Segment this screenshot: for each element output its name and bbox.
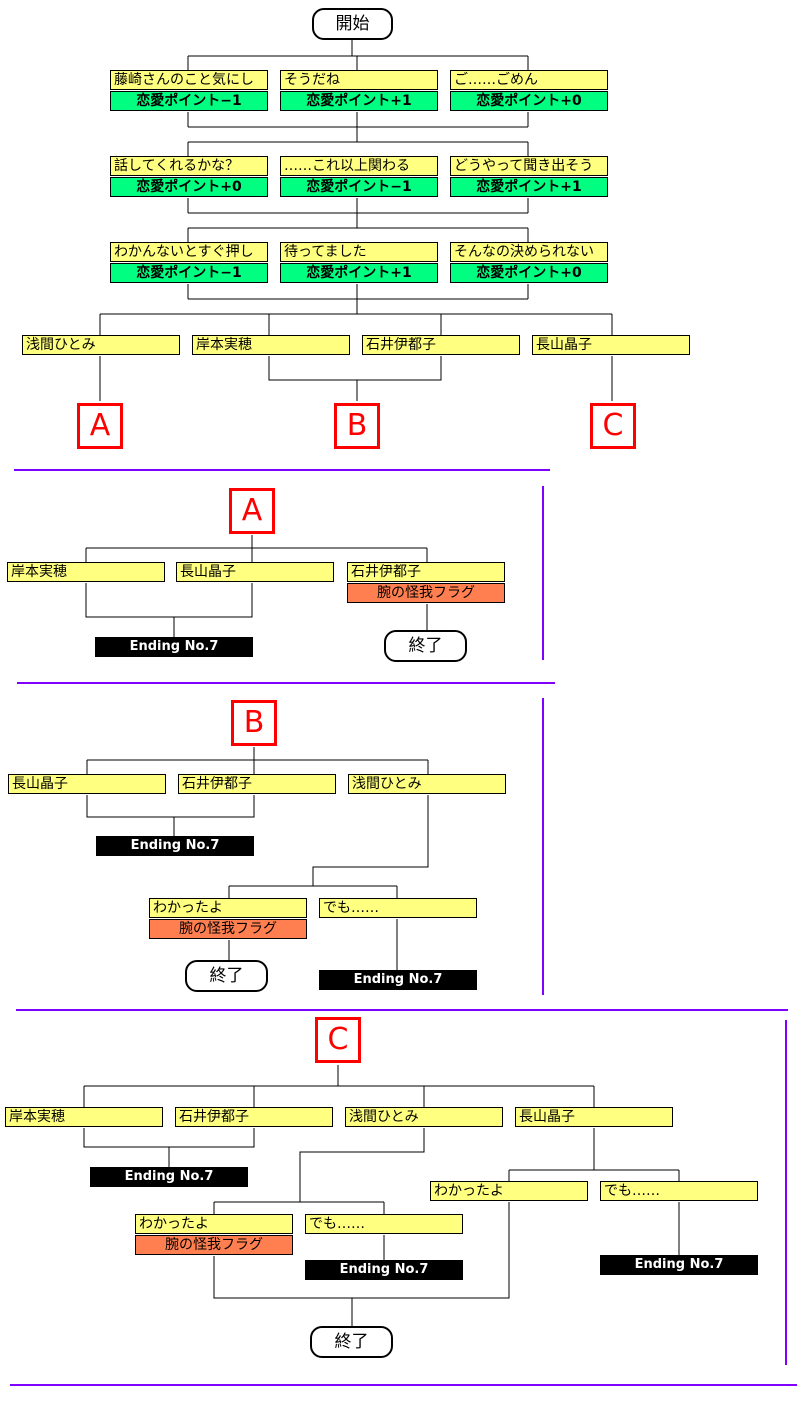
c-nagayama-understood: わかったよ <box>430 1181 588 1201</box>
route-asama: 浅間ひとみ <box>22 335 180 355</box>
a-nagayama: 長山晶子 <box>176 562 334 582</box>
points-r2-c1: 恋愛ポイント+0 <box>110 177 268 197</box>
points-r3-c3: 恋愛ポイント+0 <box>450 263 608 283</box>
section-separators <box>10 469 797 1386</box>
b-injury-flag: 腕の怪我フラグ <box>149 919 307 939</box>
choice-r2-c2: ……これ以上関わる <box>280 156 438 176</box>
route-nagayama: 長山晶子 <box>532 335 690 355</box>
choice-r1-c1: 藤崎さんのこと気にし <box>110 70 268 90</box>
b-ishii: 石井伊都子 <box>178 774 336 794</box>
goto-label-b: B <box>334 403 380 449</box>
start-node: 開始 <box>312 8 393 40</box>
points-r2-c2: 恋愛ポイント−1 <box>280 177 438 197</box>
points-r3-c1: 恋愛ポイント−1 <box>110 263 268 283</box>
goto-label-a: A <box>77 403 123 449</box>
choice-r3-c2: 待ってました <box>280 242 438 262</box>
b-ending-1: Ending No.7 <box>96 836 254 856</box>
c-ending-2: Ending No.7 <box>305 1260 463 1280</box>
b-end-node: 終了 <box>185 960 268 992</box>
b-ending-2: Ending No.7 <box>319 970 477 990</box>
c-kishimoto: 岸本実穂 <box>5 1107 163 1127</box>
choice-r3-c3: そんなの決められない <box>450 242 608 262</box>
c-end-node: 終了 <box>310 1326 393 1358</box>
choice-r1-c2: そうだね <box>280 70 438 90</box>
points-r2-c3: 恋愛ポイント+1 <box>450 177 608 197</box>
goto-label-c: C <box>590 403 636 449</box>
a-ishii: 石井伊都子 <box>347 562 505 582</box>
section-label-c: C <box>315 1017 361 1063</box>
route-kishimoto: 岸本実穂 <box>192 335 350 355</box>
b-choice-understood: わかったよ <box>149 898 307 918</box>
c-asama-but: でも…… <box>305 1214 463 1234</box>
b-nagayama: 長山晶子 <box>8 774 166 794</box>
a-kishimoto: 岸本実穂 <box>7 562 165 582</box>
a-ending: Ending No.7 <box>95 637 253 657</box>
a-injury-flag: 腕の怪我フラグ <box>347 583 505 603</box>
c-asama: 浅間ひとみ <box>345 1107 503 1127</box>
b-asama: 浅間ひとみ <box>348 774 506 794</box>
c-ishii: 石井伊都子 <box>175 1107 333 1127</box>
section-label-a: A <box>229 488 275 534</box>
points-r1-c3: 恋愛ポイント+0 <box>450 91 608 111</box>
section-label-b: B <box>231 700 277 746</box>
c-nagayama: 長山晶子 <box>515 1107 673 1127</box>
choice-r2-c1: 話してくれるかな？ <box>110 156 268 176</box>
points-r1-c2: 恋愛ポイント+1 <box>280 91 438 111</box>
points-r3-c2: 恋愛ポイント+1 <box>280 263 438 283</box>
c-ending-3: Ending No.7 <box>600 1255 758 1275</box>
b-choice-but: でも…… <box>319 898 477 918</box>
choice-r1-c3: ご……ごめん <box>450 70 608 90</box>
c-asama-understood: わかったよ <box>135 1214 293 1234</box>
route-ishii: 石井伊都子 <box>362 335 520 355</box>
choice-r3-c1: わかんないとすぐ押し <box>110 242 268 262</box>
points-r1-c1: 恋愛ポイント−1 <box>110 91 268 111</box>
c-nagayama-but: でも…… <box>600 1181 758 1201</box>
a-end-node: 終了 <box>384 630 467 662</box>
connectors <box>83 40 680 1326</box>
choice-r2-c3: どうやって聞き出そう <box>450 156 608 176</box>
c-ending-1: Ending No.7 <box>90 1167 248 1187</box>
c-injury-flag: 腕の怪我フラグ <box>135 1235 293 1255</box>
